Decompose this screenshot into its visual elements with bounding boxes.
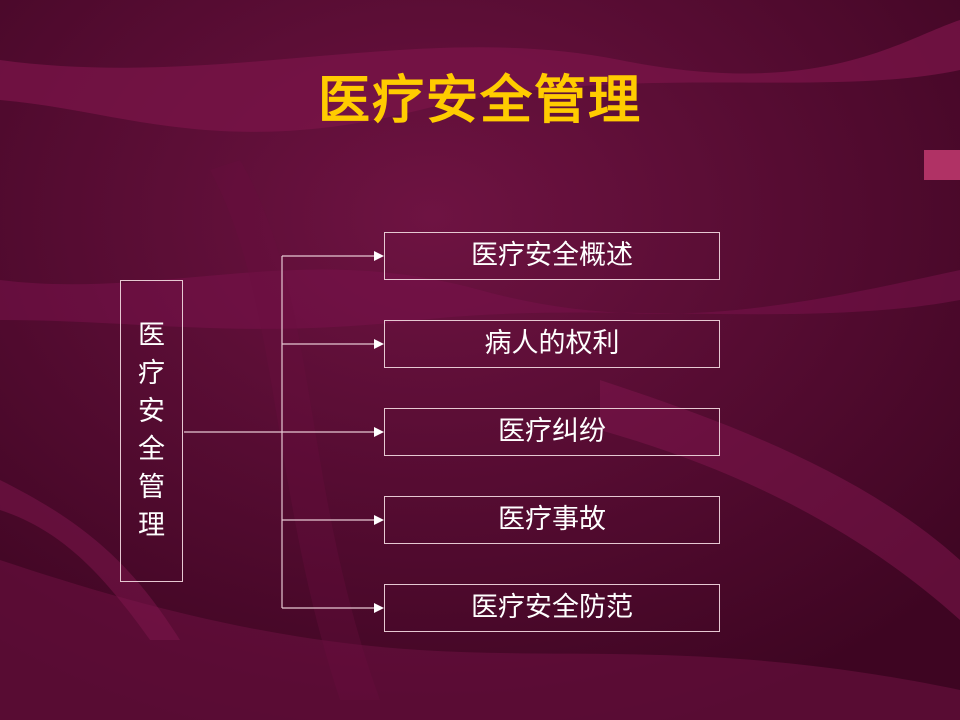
root-node: 医 疗 安 全 管 理 xyxy=(120,280,183,582)
branch-node-prevention: 医疗安全防范 xyxy=(384,584,720,632)
arrowhead xyxy=(374,339,384,349)
root-char: 疗 xyxy=(138,358,165,389)
root-char: 医 xyxy=(138,320,165,351)
root-char: 安 xyxy=(138,396,165,427)
branch-node-patient-rights: 病人的权利 xyxy=(384,320,720,368)
root-char: 全 xyxy=(138,434,165,465)
page-title: 医疗安全管理 xyxy=(317,71,642,131)
arrowhead xyxy=(374,427,384,437)
arrowhead xyxy=(374,515,384,525)
root-char: 理 xyxy=(138,510,165,541)
branch-node-disputes: 医疗纠纷 xyxy=(384,408,720,456)
arrowhead xyxy=(374,603,384,613)
branch-node-accidents: 医疗事故 xyxy=(384,496,720,544)
arrowhead xyxy=(374,251,384,261)
root-char: 管 xyxy=(138,472,165,503)
branch-node-overview: 医疗安全概述 xyxy=(384,232,720,280)
